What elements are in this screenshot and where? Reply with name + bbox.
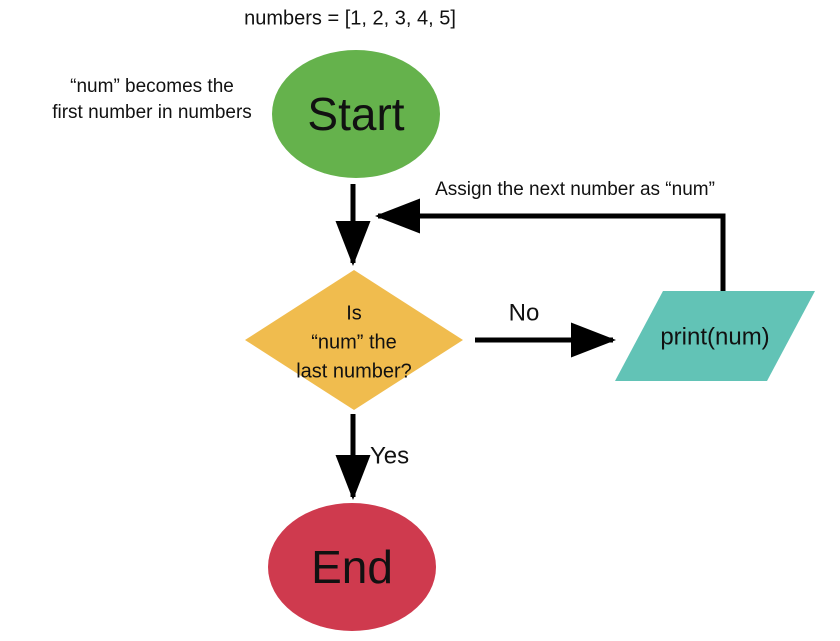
node-print[interactable]	[615, 291, 815, 381]
node-end-label: End	[311, 541, 393, 593]
diagram-title: numbers = [1, 2, 3, 4, 5]	[244, 7, 456, 29]
node-decision[interactable]	[245, 270, 463, 410]
node-end[interactable]	[268, 503, 436, 631]
node-decision-line-2: “num” the	[311, 331, 397, 353]
node-start[interactable]	[272, 50, 440, 178]
edge-print-to-decision-loop	[374, 198, 726, 292]
node-decision-line-1: Is	[346, 302, 362, 324]
node-start-label: Start	[307, 88, 404, 140]
edge-label-no: No	[509, 299, 540, 326]
node-print-label: print(num)	[660, 323, 769, 350]
loop-note-label: Assign the next number as “num”	[435, 179, 715, 200]
start-note-line-1: “num” becomes the	[70, 76, 234, 97]
node-decision-line-3: last number?	[296, 360, 412, 382]
edge-label-yes: Yes	[370, 442, 409, 469]
start-note-line-2: first number in numbers	[52, 102, 252, 123]
